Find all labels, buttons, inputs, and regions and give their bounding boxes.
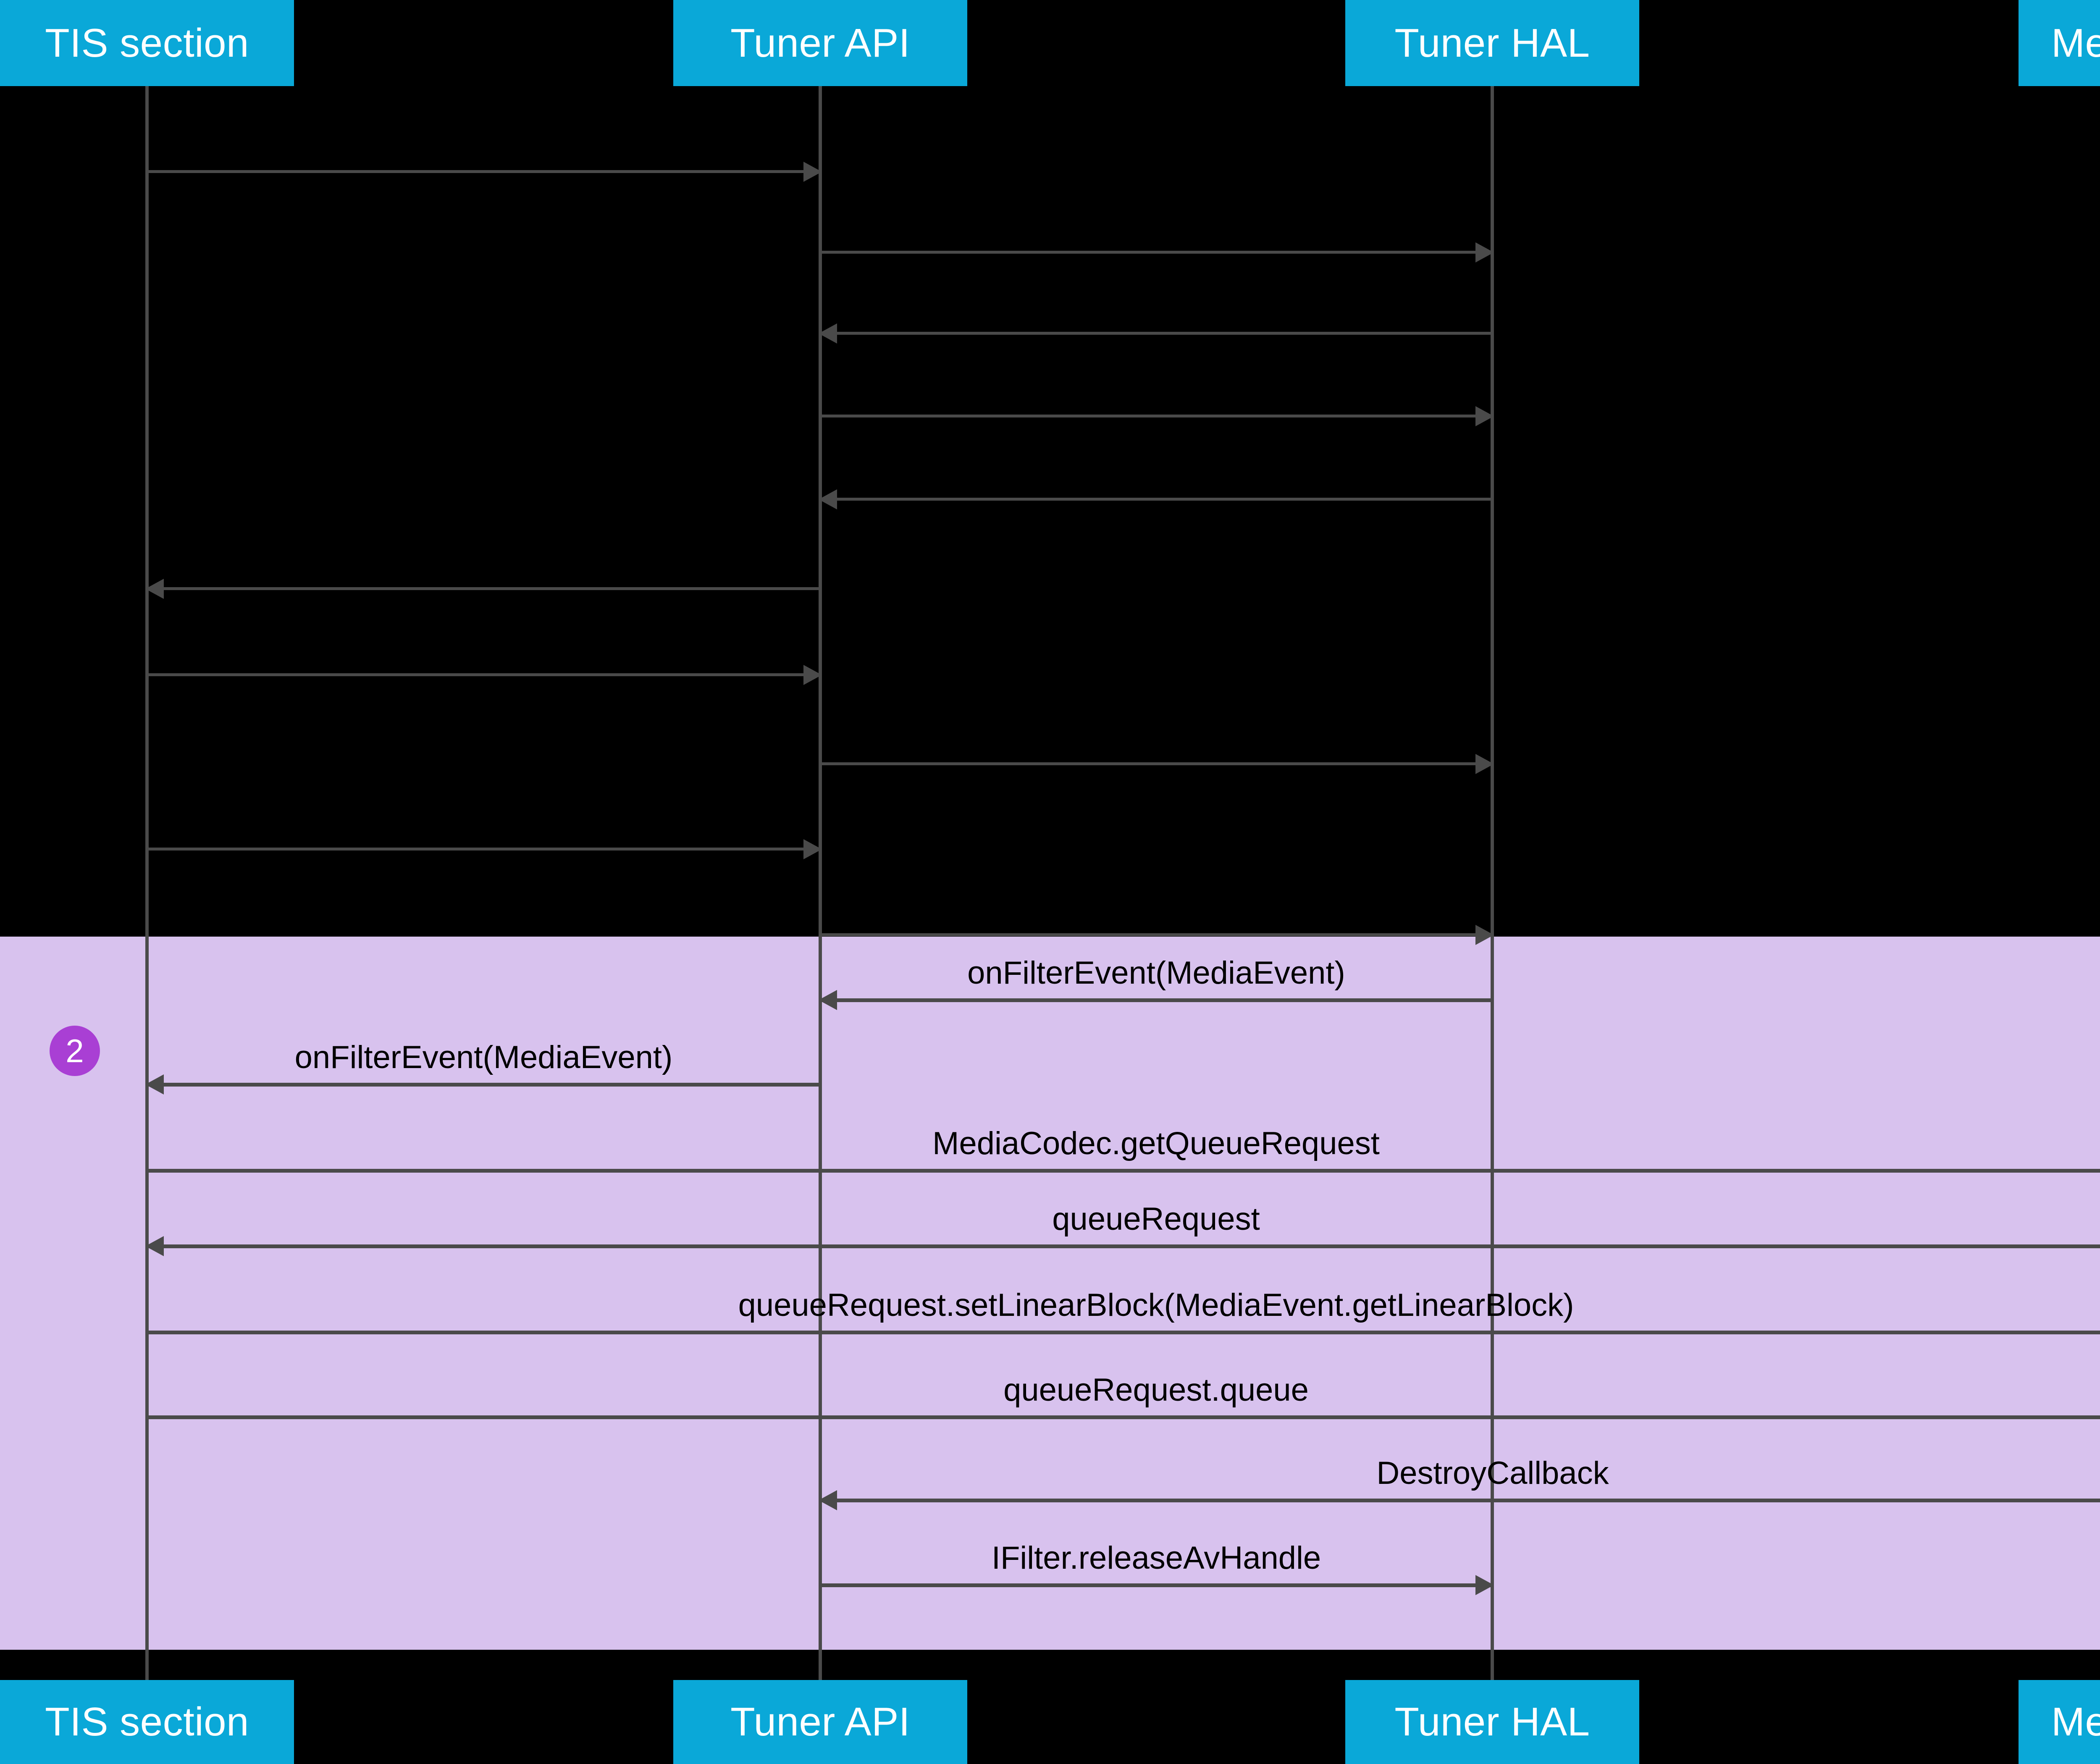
participant-label-mediacodec-header: MediaCodec [2051, 20, 2100, 66]
participant-label-tunerapi-footer: Tuner API [730, 1699, 910, 1744]
message-label: onFilterEvent(MediaEvent) [967, 955, 1345, 991]
message-shaft [147, 170, 820, 173]
message-shaft [147, 1331, 2100, 1334]
message-shaft [820, 251, 1492, 254]
message-label: onFilterEvent(MediaEvent) [294, 1040, 673, 1075]
participant-box-tunerapi-footer[interactable]: Tuner API [673, 1680, 967, 1764]
message-shaft [820, 998, 1492, 1002]
arrowhead-icon [1475, 242, 1494, 262]
arrowhead-icon [803, 839, 822, 859]
arrowhead-icon [819, 323, 837, 344]
participant-label-mediacodec-footer: MediaCodec [2051, 1699, 2100, 1744]
participant-box-tunerhal-header[interactable]: Tuner HAL [1345, 0, 1639, 86]
participant-box-tunerapi-header[interactable]: Tuner API [673, 0, 967, 86]
message-label: DestroyCallback [1376, 1455, 1609, 1491]
participant-box-tunerhal-footer[interactable]: Tuner HAL [1345, 1680, 1639, 1764]
message-shaft [147, 1169, 2100, 1173]
lifeline-tis [145, 86, 149, 1680]
message-shaft [820, 498, 1492, 501]
lifeline-tunerhal [1491, 86, 1494, 1680]
participant-box-mediacodec-header[interactable]: MediaCodec [2019, 0, 2100, 86]
message-shaft [147, 1415, 2100, 1419]
message-shaft [820, 332, 1492, 335]
lifeline-tunerapi [819, 86, 822, 1680]
message-shaft [820, 762, 1492, 765]
arrowhead-icon [1475, 754, 1494, 774]
message-label: queueRequest [1052, 1201, 1260, 1237]
arrowhead-icon [803, 665, 822, 685]
arrowhead-icon [145, 1236, 164, 1256]
arrowhead-icon [1475, 406, 1494, 426]
participant-label-tunerhal-footer: Tuner HAL [1394, 1699, 1590, 1744]
arrowhead-icon [1475, 925, 1494, 945]
participant-label-tunerapi-header: Tuner API [730, 20, 910, 66]
arrowhead-icon [803, 162, 822, 182]
arrowhead-icon [819, 489, 837, 509]
message-shaft [147, 1244, 2100, 1248]
participant-label-tunerhal-header: Tuner HAL [1394, 20, 1590, 66]
participant-label-tis-footer: TIS section [45, 1699, 249, 1744]
message-label: MediaCodec.getQueueRequest [932, 1126, 1380, 1161]
message-label: queueRequest.setLinearBlock(MediaEvent.g… [738, 1287, 1574, 1323]
participant-box-mediacodec-footer[interactable]: MediaCodec [2019, 1680, 2100, 1764]
participant-label-tis-header: TIS section [45, 20, 249, 66]
arrowhead-icon [145, 579, 164, 599]
message-shaft [147, 1083, 820, 1087]
message-shaft [147, 673, 820, 676]
arrowhead-icon [145, 1074, 164, 1095]
arrowhead-icon [1475, 1575, 1494, 1595]
message-shaft [820, 933, 1492, 936]
message-shaft [147, 848, 820, 850]
participant-box-tis-header[interactable]: TIS section [0, 0, 294, 86]
message-shaft [820, 1583, 1492, 1587]
participant-box-tis-footer[interactable]: TIS section [0, 1680, 294, 1764]
highlight-fragment-band [0, 937, 2100, 1650]
message-shaft [820, 1499, 2100, 1502]
step-badge-2: 2 [50, 1026, 100, 1076]
message-label: IFilter.releaseAvHandle [991, 1540, 1321, 1576]
message-label: queueRequest.queue [1003, 1372, 1309, 1408]
arrowhead-icon [819, 1490, 837, 1510]
message-shaft [147, 587, 820, 590]
message-shaft [820, 415, 1492, 417]
arrowhead-icon [819, 990, 837, 1010]
